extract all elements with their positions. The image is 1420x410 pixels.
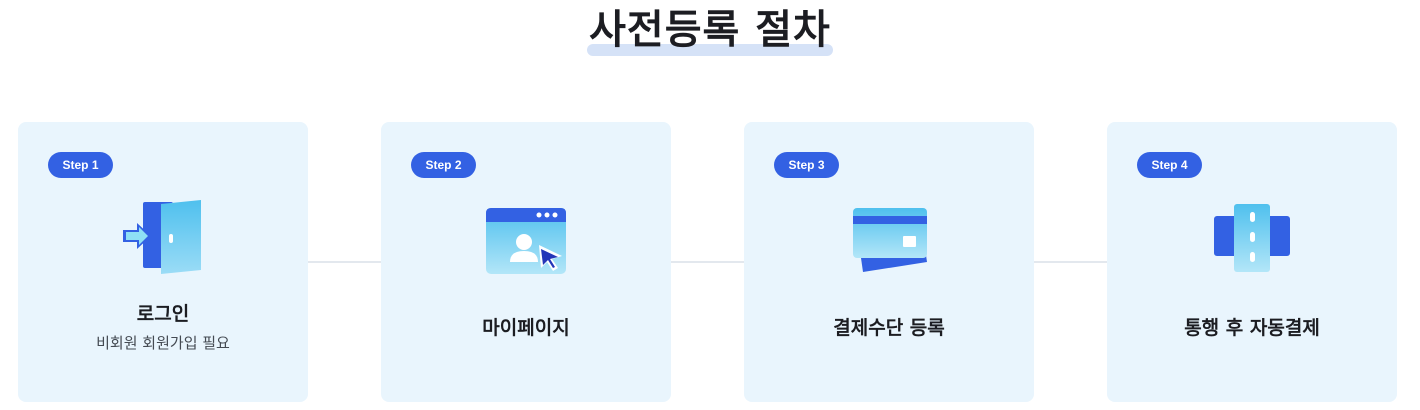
step-card-3: Step 3 결제수단 등록	[744, 122, 1034, 402]
step-card-4: Step 4 통행 후 자동결제	[1107, 122, 1397, 402]
step-badge: Step 2	[411, 152, 476, 178]
step-label: 로그인	[136, 303, 190, 325]
title-section: 사전등록 절차	[0, 4, 1420, 56]
step-label: 마이페이지	[482, 317, 570, 339]
step-badge: Step 4	[1137, 152, 1202, 178]
step-label: 통행 후 자동결제	[1184, 317, 1320, 339]
step-card-1: Step 1 로그인 비회원 회원가입 필요	[18, 122, 308, 402]
step-card-2: Step 2 마이페이지	[381, 122, 671, 402]
step-badge: Step 1	[48, 152, 113, 178]
door-login-icon	[123, 198, 203, 278]
step-badge: Step 3	[774, 152, 839, 178]
credit-card-icon	[849, 198, 929, 278]
page-title-text: 사전등록 절차	[589, 7, 831, 53]
step-label: 결제수단 등록	[833, 317, 945, 339]
page-title: 사전등록 절차	[587, 4, 833, 56]
step-connector-line	[300, 261, 1110, 263]
road-toll-icon	[1212, 198, 1292, 278]
step-sublabel: 비회원 회원가입 필요	[96, 334, 230, 352]
mypage-window-icon	[486, 198, 566, 278]
